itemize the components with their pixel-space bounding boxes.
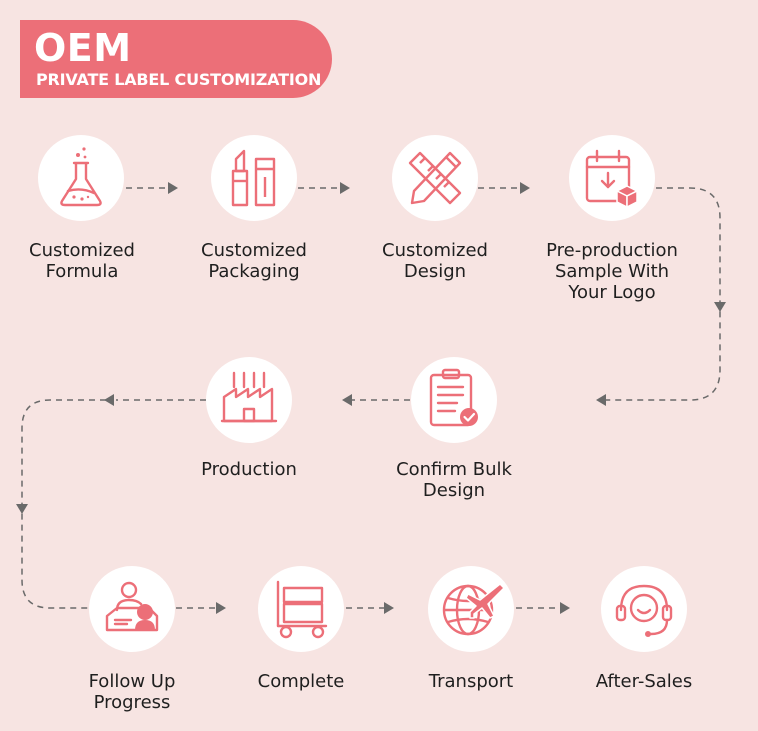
headset-icon [615, 584, 673, 637]
step-label-customized-formula: Customized Formula [0, 240, 172, 282]
step-label-confirm-bulk-design: Confirm Bulk Design [364, 459, 544, 501]
arrow-1-2 [168, 182, 178, 194]
step-after-sales [601, 566, 687, 652]
step-label-line: Customized [201, 240, 307, 261]
lipstick-icon [231, 149, 276, 207]
arrow-6-down [16, 504, 28, 514]
step-label-transport: Transport [381, 671, 561, 692]
page-title: OEM [34, 26, 132, 70]
arrow-7-8 [216, 602, 226, 614]
arrow-4-down [714, 302, 726, 312]
calendar-box-icon [585, 149, 638, 208]
step-label-line: Design [422, 480, 486, 501]
step-label-customized-packaging: Customized Packaging [164, 240, 344, 282]
arrow-9-10 [560, 602, 570, 614]
step-label-line: Follow Up [88, 671, 176, 692]
step-label-line: Production [201, 459, 297, 480]
cart-icon [276, 580, 328, 639]
globe-plane-icon [442, 583, 505, 636]
step-label-line: Progress [93, 692, 171, 713]
step-label-line: Complete [257, 671, 345, 692]
arrow-2-3 [340, 182, 350, 194]
arrow-4-5 [596, 394, 606, 406]
step-customized-formula [38, 135, 124, 221]
step-label-line: Sample With [554, 261, 670, 282]
step-label-follow-up-progress: Follow Up Progress [42, 671, 222, 713]
connector-4-5 [606, 187, 721, 401]
step-label-production: Production [159, 459, 339, 480]
step-label-line: Transport [428, 671, 514, 692]
ruler-pencil-icon [408, 151, 462, 205]
step-label-after-sales: After-Sales [554, 671, 734, 692]
step-label-line: Pre-production [546, 240, 678, 261]
arrow-3-4 [520, 182, 530, 194]
step-label-complete: Complete [211, 671, 391, 692]
flask-icon [60, 147, 102, 207]
step-pre-production-sample [569, 135, 655, 221]
step-label-line: Customized [29, 240, 135, 261]
step-label-line: Confirm Bulk [396, 459, 512, 480]
step-label-line: Design [403, 261, 467, 282]
arrow-8-9 [384, 602, 394, 614]
step-label-line: Formula [45, 261, 119, 282]
step-label-line: After-Sales [595, 671, 693, 692]
step-label-pre-production-sample: Pre-production Sample With Your Logo [522, 240, 702, 303]
step-production [206, 357, 292, 443]
clipboard-check-icon [429, 368, 478, 427]
arrow-5-6 [342, 394, 352, 406]
step-complete [258, 566, 344, 652]
page-subtitle: PRIVATE LABEL CUSTOMIZATION [36, 70, 322, 89]
step-customized-packaging [211, 135, 297, 221]
step-follow-up-progress [89, 566, 175, 652]
step-confirm-bulk-design [411, 357, 497, 443]
factory-icon [220, 371, 278, 423]
step-transport [428, 566, 514, 652]
step-label-line: Customized [382, 240, 488, 261]
header-banner [20, 20, 332, 98]
step-label-customized-design: Customized Design [345, 240, 525, 282]
step-label-line: Packaging [208, 261, 300, 282]
arrow-6-left [104, 394, 114, 406]
step-customized-design [392, 135, 478, 221]
person-board-icon [105, 581, 159, 632]
step-label-line: Your Logo [568, 282, 656, 303]
